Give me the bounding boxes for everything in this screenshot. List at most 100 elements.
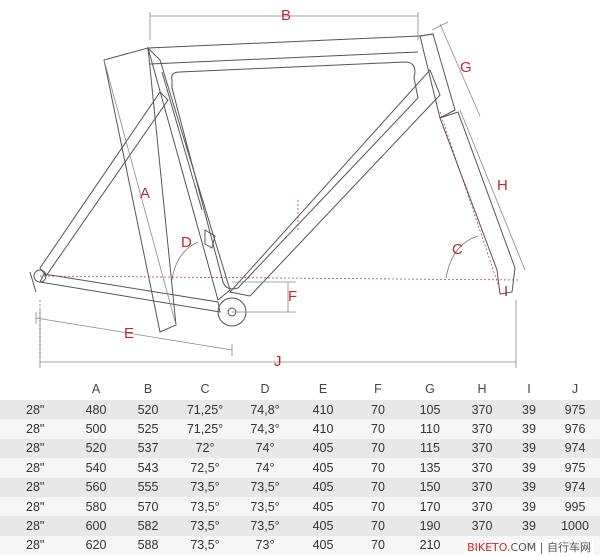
label-c: C: [452, 241, 463, 258]
cell-size: 28": [0, 516, 70, 536]
cell-i: 39: [508, 419, 550, 439]
cell-g: 210: [404, 535, 456, 556]
cell-c: 71,25°: [174, 419, 236, 439]
cell-size: 28": [0, 400, 70, 420]
cell-a: 480: [70, 400, 122, 420]
cell-c: 71,25°: [174, 400, 236, 420]
table-header-row: A B C D E F G H I J: [0, 378, 600, 400]
cell-j: 1000: [550, 516, 600, 536]
label-f: F: [288, 288, 297, 305]
bike-frame-diagram: A B C D E F G H I J: [29, 7, 526, 370]
watermark-brand: BIKETO: [467, 541, 507, 554]
cell-g: 105: [404, 400, 456, 420]
cell-f: 70: [352, 477, 404, 497]
header-size: [0, 378, 70, 400]
cell-j: 974: [550, 477, 600, 497]
dim-line-j: [39, 300, 517, 368]
cell-b: 570: [122, 496, 174, 517]
header-b: B: [143, 382, 153, 396]
cell-d: 74°: [236, 438, 294, 459]
cell-c: 73,5°: [174, 535, 236, 556]
angle-arc-d: [171, 241, 199, 281]
angle-arc-c: [445, 235, 479, 279]
dim-line-h: [459, 109, 526, 271]
cell-e: 405: [294, 477, 352, 497]
cell-g: 115: [404, 438, 456, 459]
cell-d: 73°: [236, 535, 294, 556]
cell-j: 976: [550, 419, 600, 439]
cell-c: 73,5°: [174, 477, 236, 497]
cell-f: 70: [352, 438, 404, 459]
cell-b: 555: [122, 477, 174, 497]
cell-d: 74,3°: [236, 419, 294, 439]
cell-d: 73,5°: [236, 516, 294, 536]
cell-j: 975: [550, 458, 600, 478]
seat-stays: [39, 91, 169, 277]
header-f: F: [374, 382, 382, 396]
cell-e: 405: [294, 438, 352, 459]
header-d: D: [260, 382, 270, 396]
seat-tube: [147, 46, 231, 301]
cell-f: 70: [352, 400, 404, 420]
label-h: H: [497, 177, 508, 194]
cell-j: 974: [550, 438, 600, 459]
label-d: D: [181, 234, 192, 251]
cell-f: 70: [352, 516, 404, 536]
cell-h: 370: [456, 516, 508, 536]
cell-size: 28": [0, 458, 70, 478]
cell-e: 405: [294, 516, 352, 536]
header-h: H: [477, 382, 487, 396]
cell-e: 410: [294, 419, 352, 439]
cell-h: 370: [456, 458, 508, 478]
cell-e: 405: [294, 458, 352, 478]
header-i: I: [527, 382, 531, 396]
cell-i: 39: [508, 438, 550, 459]
cell-h: 370: [456, 419, 508, 439]
cell-size: 28": [0, 477, 70, 497]
cell-a: 620: [70, 535, 122, 556]
cell-h: 370: [456, 496, 508, 517]
header-j: J: [571, 382, 579, 396]
cell-g: 170: [404, 496, 456, 517]
cell-i: 39: [508, 496, 550, 517]
cell-f: 70: [352, 535, 404, 556]
cell-g: 135: [404, 458, 456, 478]
label-e: E: [124, 325, 134, 342]
label-a: A: [140, 185, 150, 202]
cell-c: 72,5°: [174, 458, 236, 478]
ref-line-head-axis: [439, 111, 501, 291]
frame-inner-triangle: [171, 61, 419, 290]
header-g: G: [425, 382, 435, 396]
cell-e: 405: [294, 535, 352, 556]
cell-c: 73,5°: [174, 496, 236, 517]
label-b: B: [281, 7, 291, 24]
head-tube: [419, 33, 456, 119]
cell-b: 537: [122, 438, 174, 459]
cell-c: 72°: [174, 438, 236, 459]
dim-line-a: [103, 59, 177, 326]
cell-b: 543: [122, 458, 174, 478]
cell-b: 582: [122, 516, 174, 536]
dim-line-f: [232, 281, 296, 313]
cell-f: 70: [352, 496, 404, 517]
cell-size: 28": [0, 535, 70, 556]
label-g: G: [460, 59, 472, 76]
header-e: E: [318, 382, 328, 396]
cell-size: 28": [0, 438, 70, 459]
cell-size: 28": [0, 419, 70, 439]
cell-g: 110: [404, 419, 456, 439]
dim-line-g: [431, 21, 481, 117]
cell-a: 560: [70, 477, 122, 497]
cell-b: 525: [122, 419, 174, 439]
cell-f: 70: [352, 419, 404, 439]
cell-a: 500: [70, 419, 122, 439]
header-a: A: [91, 382, 101, 396]
fork: [439, 111, 516, 295]
